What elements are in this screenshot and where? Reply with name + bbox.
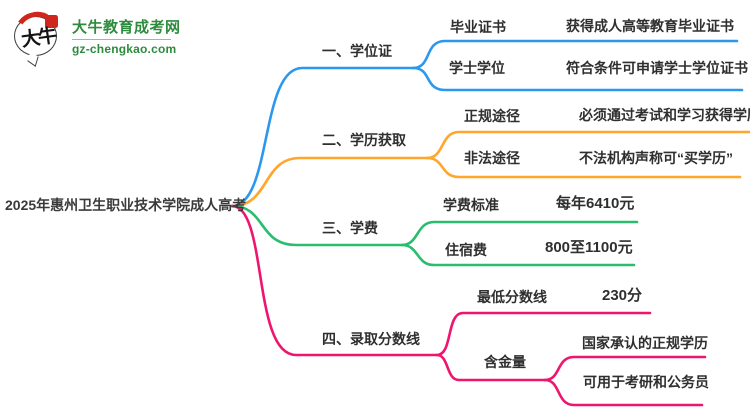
- branch1-child1-value: 获得成人高等教育毕业证书: [566, 18, 734, 34]
- logo-red-seal-icon: [45, 15, 58, 28]
- branch1-label: 一、学位证: [322, 43, 392, 59]
- branch1-child1-label: 毕业证书: [450, 19, 506, 35]
- branch1-child2-label: 学士学位: [449, 60, 505, 76]
- logo-bubble-icon: 大牛: [11, 7, 61, 67]
- branch4-grandchild1-line: [543, 355, 707, 382]
- branch2-child1-value: 必须通过考试和学习获得学历: [579, 107, 750, 123]
- branch4-child1-line: [435, 311, 652, 357]
- branch3-child2-line: [400, 243, 636, 267]
- branch3-child2-value: 800至1100元: [545, 239, 633, 256]
- branch2-child2-label: 非法途径: [464, 150, 520, 166]
- branch2-child2-line: [425, 156, 742, 179]
- site-logo: 大牛 大牛教育成考网 gz-chengkao.com: [11, 7, 214, 67]
- site-domain: gz-chengkao.com: [72, 42, 177, 56]
- branch2-child1-line: [425, 130, 750, 160]
- branch1-child1-line: [411, 39, 739, 70]
- branch3-label: 三、学费: [322, 220, 378, 236]
- branch3-child1-value: 每年6410元: [556, 195, 635, 212]
- branch4-child1-value: 230分: [602, 287, 643, 304]
- branch1-child2-line: [411, 66, 744, 92]
- branch4-grandchild1-value: 国家承认的正规学历: [582, 335, 708, 351]
- branch3-child1-label: 学费标准: [443, 197, 499, 213]
- branch4-child1-label: 最低分数线: [477, 289, 547, 305]
- logo-divider: [72, 39, 171, 40]
- branch3-child1-line: [400, 220, 639, 247]
- site-name: 大牛教育成考网: [72, 19, 181, 36]
- branch4-child2-label: 含金量: [484, 354, 526, 370]
- branch4-label: 四、录取分数线: [322, 331, 420, 347]
- branch3-child2-label: 住宿费: [445, 242, 487, 258]
- logo-mark-text: 大牛: [19, 25, 57, 52]
- branch2-child2-value: 不法机构声称可“买学历”: [579, 150, 733, 166]
- branch2-child1-label: 正规途径: [464, 108, 520, 124]
- branch2-line: [230, 156, 429, 208]
- branch4-grandchild2-line: [543, 378, 704, 407]
- branch4-grandchild2-value: 可用于考研和公务员: [583, 374, 709, 390]
- branch4-child2-line: [435, 353, 547, 382]
- branch4-line: [230, 204, 439, 357]
- branch2-label: 二、学历获取: [322, 132, 406, 148]
- branch1-child2-value: 符合条件可申请学士学位证书: [566, 60, 748, 76]
- branch3-line: [230, 204, 404, 247]
- root-topic: 2025年惠州卫生职业技术学院成人高考: [5, 197, 247, 213]
- branch1-line: [230, 66, 415, 208]
